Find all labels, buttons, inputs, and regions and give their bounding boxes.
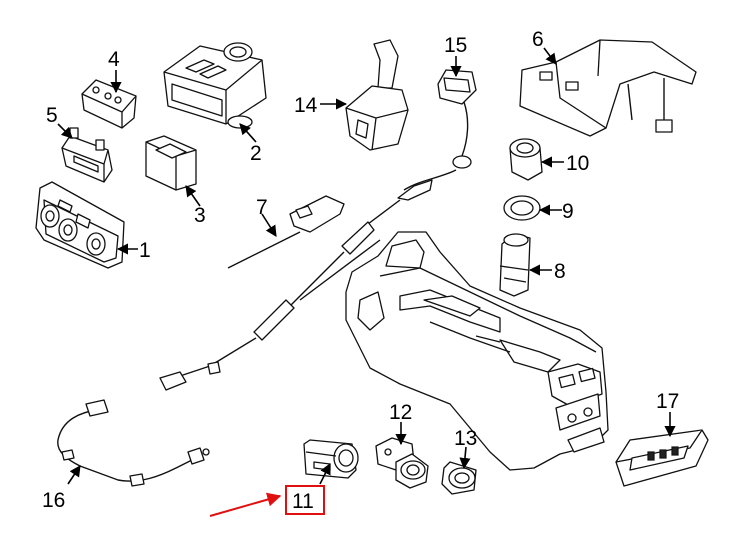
- label-part-4: 4: [108, 48, 120, 71]
- leader-6: [543, 47, 557, 65]
- part-14-gear-shifter: [345, 39, 409, 151]
- leader-2: [239, 123, 257, 143]
- label-part-6: 6: [532, 28, 544, 51]
- label-part-16: 16: [42, 489, 65, 512]
- part-12-socket-bracket: [375, 437, 429, 489]
- label-part-12: 12: [389, 401, 412, 424]
- part-4-switch-bezel: [81, 79, 137, 129]
- label-part-10: 10: [566, 152, 589, 175]
- part-8-socket: [499, 233, 531, 297]
- highlight-callout: [209, 485, 325, 517]
- leader-lines: [57, 47, 676, 485]
- part-17-switch-panel: [615, 429, 709, 487]
- leader-3: [185, 185, 201, 207]
- part-11-socket: [303, 439, 359, 479]
- leader-16: [67, 465, 81, 485]
- label-part-7: 7: [256, 196, 268, 219]
- label-part-1: 1: [139, 239, 151, 262]
- part-labels: 1 2 3 4 5 6 7 8 9 10 11 12 13 14 15 16 1…: [42, 28, 679, 513]
- part-1-climate-control-panel: [35, 181, 125, 269]
- leader-13: [459, 446, 471, 470]
- label-part-11: 11: [292, 490, 314, 513]
- leader-5: [57, 123, 73, 139]
- label-part-3: 3: [194, 204, 206, 227]
- leader-11: [319, 462, 331, 485]
- label-part-13: 13: [454, 427, 477, 450]
- label-part-9: 9: [562, 200, 574, 223]
- part-3-switch-pack: [145, 135, 197, 191]
- part-15-cable-assembly: [159, 69, 477, 391]
- part-13-cap: [441, 461, 477, 495]
- leader-7: [261, 213, 277, 237]
- highlight-arrow: [209, 492, 282, 517]
- label-part-8: 8: [554, 260, 566, 283]
- highlight-box: [285, 485, 325, 515]
- part-9-ring: [503, 195, 541, 221]
- part-2-control-module: [163, 42, 267, 129]
- label-part-14: 14: [294, 94, 318, 117]
- label-part-17: 17: [656, 390, 679, 413]
- label-part-15: 15: [444, 34, 467, 57]
- part-7-cable: [227, 195, 345, 269]
- part-10-socket-cap: [509, 138, 543, 181]
- part-16-wiring-harness: [57, 399, 210, 487]
- part-6-console-bracket: [519, 39, 697, 137]
- label-part-2: 2: [250, 142, 262, 165]
- label-part-5: 5: [46, 104, 58, 127]
- center-console: [345, 231, 609, 471]
